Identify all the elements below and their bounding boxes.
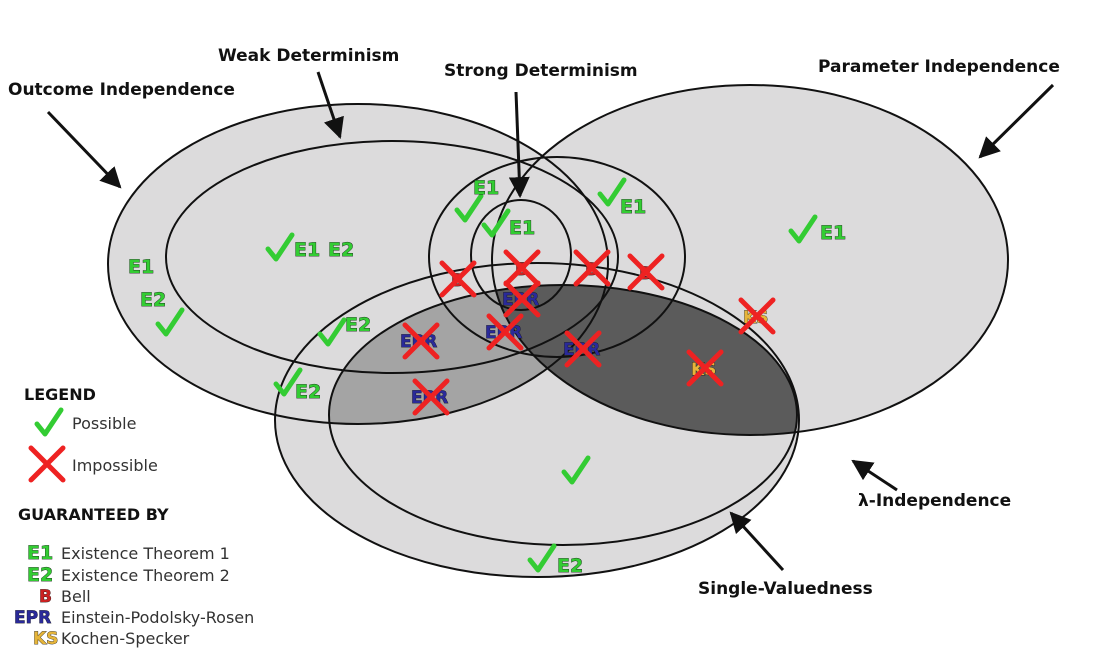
legend-code-epr: EPR xyxy=(14,608,51,628)
legend-code-b: B xyxy=(39,587,52,607)
code-e1: E1 xyxy=(820,222,846,244)
strong-determinism-outline xyxy=(470,199,572,311)
arrow-outcome-independence xyxy=(46,110,122,189)
code-e1: E1 xyxy=(509,217,535,239)
guaranteed-by-title: GUARANTEED BY xyxy=(18,505,169,524)
legend-text-e1: Existence Theorem 1 xyxy=(61,544,230,563)
code-e1: E1 xyxy=(620,196,646,218)
code-e2: E2 xyxy=(345,314,371,336)
legend-text-e2: Existence Theorem 2 xyxy=(61,566,230,585)
existence-codes: E1 E2 E1 E2 E2 E2 E1 E1 E1 E1 E2 xyxy=(128,177,847,578)
outcome-independence-outline xyxy=(107,103,609,425)
label-lambda-independence: λ-Independence xyxy=(858,491,1011,511)
impossibility-marks: B B B B EPR EPR EPR EPR EPR KS KS xyxy=(400,252,773,413)
legend-possible: Possible xyxy=(72,414,136,433)
legend-text-ks: Kochen-Specker xyxy=(61,629,190,648)
legend-text-epr: Einstein-Podolsky-Rosen xyxy=(61,608,254,627)
pointer-arrows xyxy=(46,71,1055,572)
code-e2: E2 xyxy=(295,381,321,403)
arrow-parameter-independence xyxy=(978,83,1055,159)
determinism-middle-outline xyxy=(428,156,686,358)
legend-title: LEGEND xyxy=(24,385,96,404)
code-e1: E1 xyxy=(128,256,154,278)
weak-determinism-outline xyxy=(165,140,619,374)
code-e2: E2 xyxy=(557,555,583,577)
label-weak-determinism: Weak Determinism xyxy=(218,46,399,66)
check-icon xyxy=(37,410,61,434)
label-outcome-independence: Outcome Independence xyxy=(8,80,235,100)
arrow-weak-determinism xyxy=(316,71,344,139)
label-parameter-independence: Parameter Independence xyxy=(818,57,1060,77)
region-fills xyxy=(108,85,1008,577)
legend-text-b: Bell xyxy=(61,587,91,606)
label-strong-determinism: Strong Determinism xyxy=(444,61,638,81)
arrow-single-valuedness xyxy=(729,511,785,572)
legend: LEGEND Possible Impossible GUARANTEED BY… xyxy=(14,385,255,649)
code-e1: E1 xyxy=(294,239,320,261)
label-single-valuedness: Single-Valuedness xyxy=(698,579,873,599)
region-outlines xyxy=(107,84,1009,578)
lambda-independence-outline xyxy=(274,262,800,578)
legend-code-e2: E2 xyxy=(27,564,53,586)
code-e2: E2 xyxy=(140,289,166,311)
legend-impossible: Impossible xyxy=(72,456,158,475)
arrow-lambda-independence xyxy=(851,459,898,492)
arrow-strong-determinism xyxy=(508,91,530,199)
parameter-independence-outline xyxy=(491,84,1009,436)
code-e1: E1 xyxy=(473,177,499,199)
legend-code-ks: KS xyxy=(33,629,58,649)
code-e2: E2 xyxy=(328,239,354,261)
cross-icon xyxy=(31,448,63,480)
legend-code-e1: E1 xyxy=(27,542,53,564)
